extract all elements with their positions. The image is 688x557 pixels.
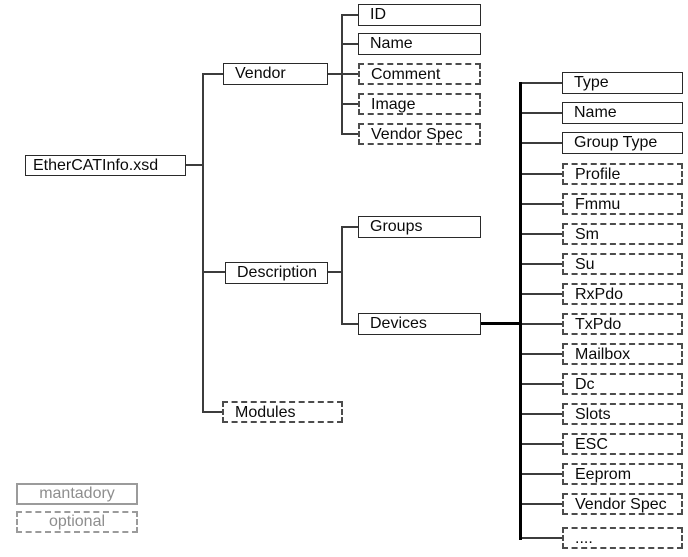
node-device-vendor-spec: Vendor Spec [562, 493, 683, 515]
connector-root [186, 164, 204, 166]
node-groups: Groups [358, 216, 481, 238]
node-rxpdo: RxPdo [562, 283, 683, 305]
connector-to-description [202, 271, 226, 273]
node-vendor-spec: Vendor Spec [358, 123, 481, 145]
node-ellipsis: .... [562, 527, 683, 549]
node-sm: Sm [562, 223, 683, 245]
connector-to-vendor-spec [341, 133, 358, 135]
connector-to-eeprom [522, 473, 562, 475]
connector-to-dev-name [522, 112, 562, 114]
node-devices: Devices [358, 313, 481, 335]
node-esc: ESC [562, 433, 683, 455]
node-comment: Comment [358, 63, 481, 85]
connector-description-out [328, 271, 343, 273]
connector-to-profile [522, 173, 562, 175]
connector-root-trunk [202, 73, 204, 413]
node-root: EtherCATInfo.xsd [25, 155, 186, 176]
connector-to-modules [202, 411, 223, 413]
legend-mandatory: mantadory [16, 483, 138, 505]
node-id: ID [358, 4, 481, 26]
connector-to-vendor [202, 73, 224, 75]
connector-to-devices [341, 323, 358, 325]
connector-devices-out [481, 322, 522, 325]
connector-to-esc [522, 443, 562, 445]
connector-devices-trunk [519, 82, 522, 540]
connector-to-dc [522, 383, 562, 385]
node-fmmu: Fmmu [562, 193, 683, 215]
node-eeprom: Eeprom [562, 463, 683, 485]
connector-to-rxpdo [522, 293, 562, 295]
connector-to-ellipsis [522, 537, 562, 539]
connector-to-comment [341, 73, 358, 75]
node-group-type: Group Type [562, 132, 683, 154]
connector-to-txpdo [522, 323, 562, 325]
connector-vendor-out [328, 73, 343, 75]
connector-to-su [522, 263, 562, 265]
connector-description-trunk [341, 226, 343, 325]
connector-to-type [522, 82, 562, 84]
legend-optional: optional [16, 511, 138, 533]
connector-to-groups [341, 226, 358, 228]
connector-to-slots [522, 413, 562, 415]
connector-to-mailbox [522, 353, 562, 355]
node-name: Name [358, 33, 481, 55]
node-device-name: Name [562, 102, 683, 124]
node-description: Description [225, 262, 328, 284]
connector-to-id [341, 14, 358, 16]
connector-to-image [341, 103, 358, 105]
connector-to-dev-vendor-spec [522, 503, 562, 505]
node-su: Su [562, 253, 683, 275]
node-type: Type [562, 72, 683, 94]
node-modules: Modules [222, 401, 343, 423]
node-slots: Slots [562, 403, 683, 425]
node-vendor: Vendor [223, 63, 328, 85]
node-profile: Profile [562, 163, 683, 185]
connector-to-fmmu [522, 203, 562, 205]
connector-to-sm [522, 233, 562, 235]
connector-to-group-type [522, 142, 562, 144]
node-image: Image [358, 93, 481, 115]
node-mailbox: Mailbox [562, 343, 683, 365]
node-txpdo: TxPdo [562, 313, 683, 335]
connector-to-name [341, 43, 358, 45]
node-dc: Dc [562, 373, 683, 395]
